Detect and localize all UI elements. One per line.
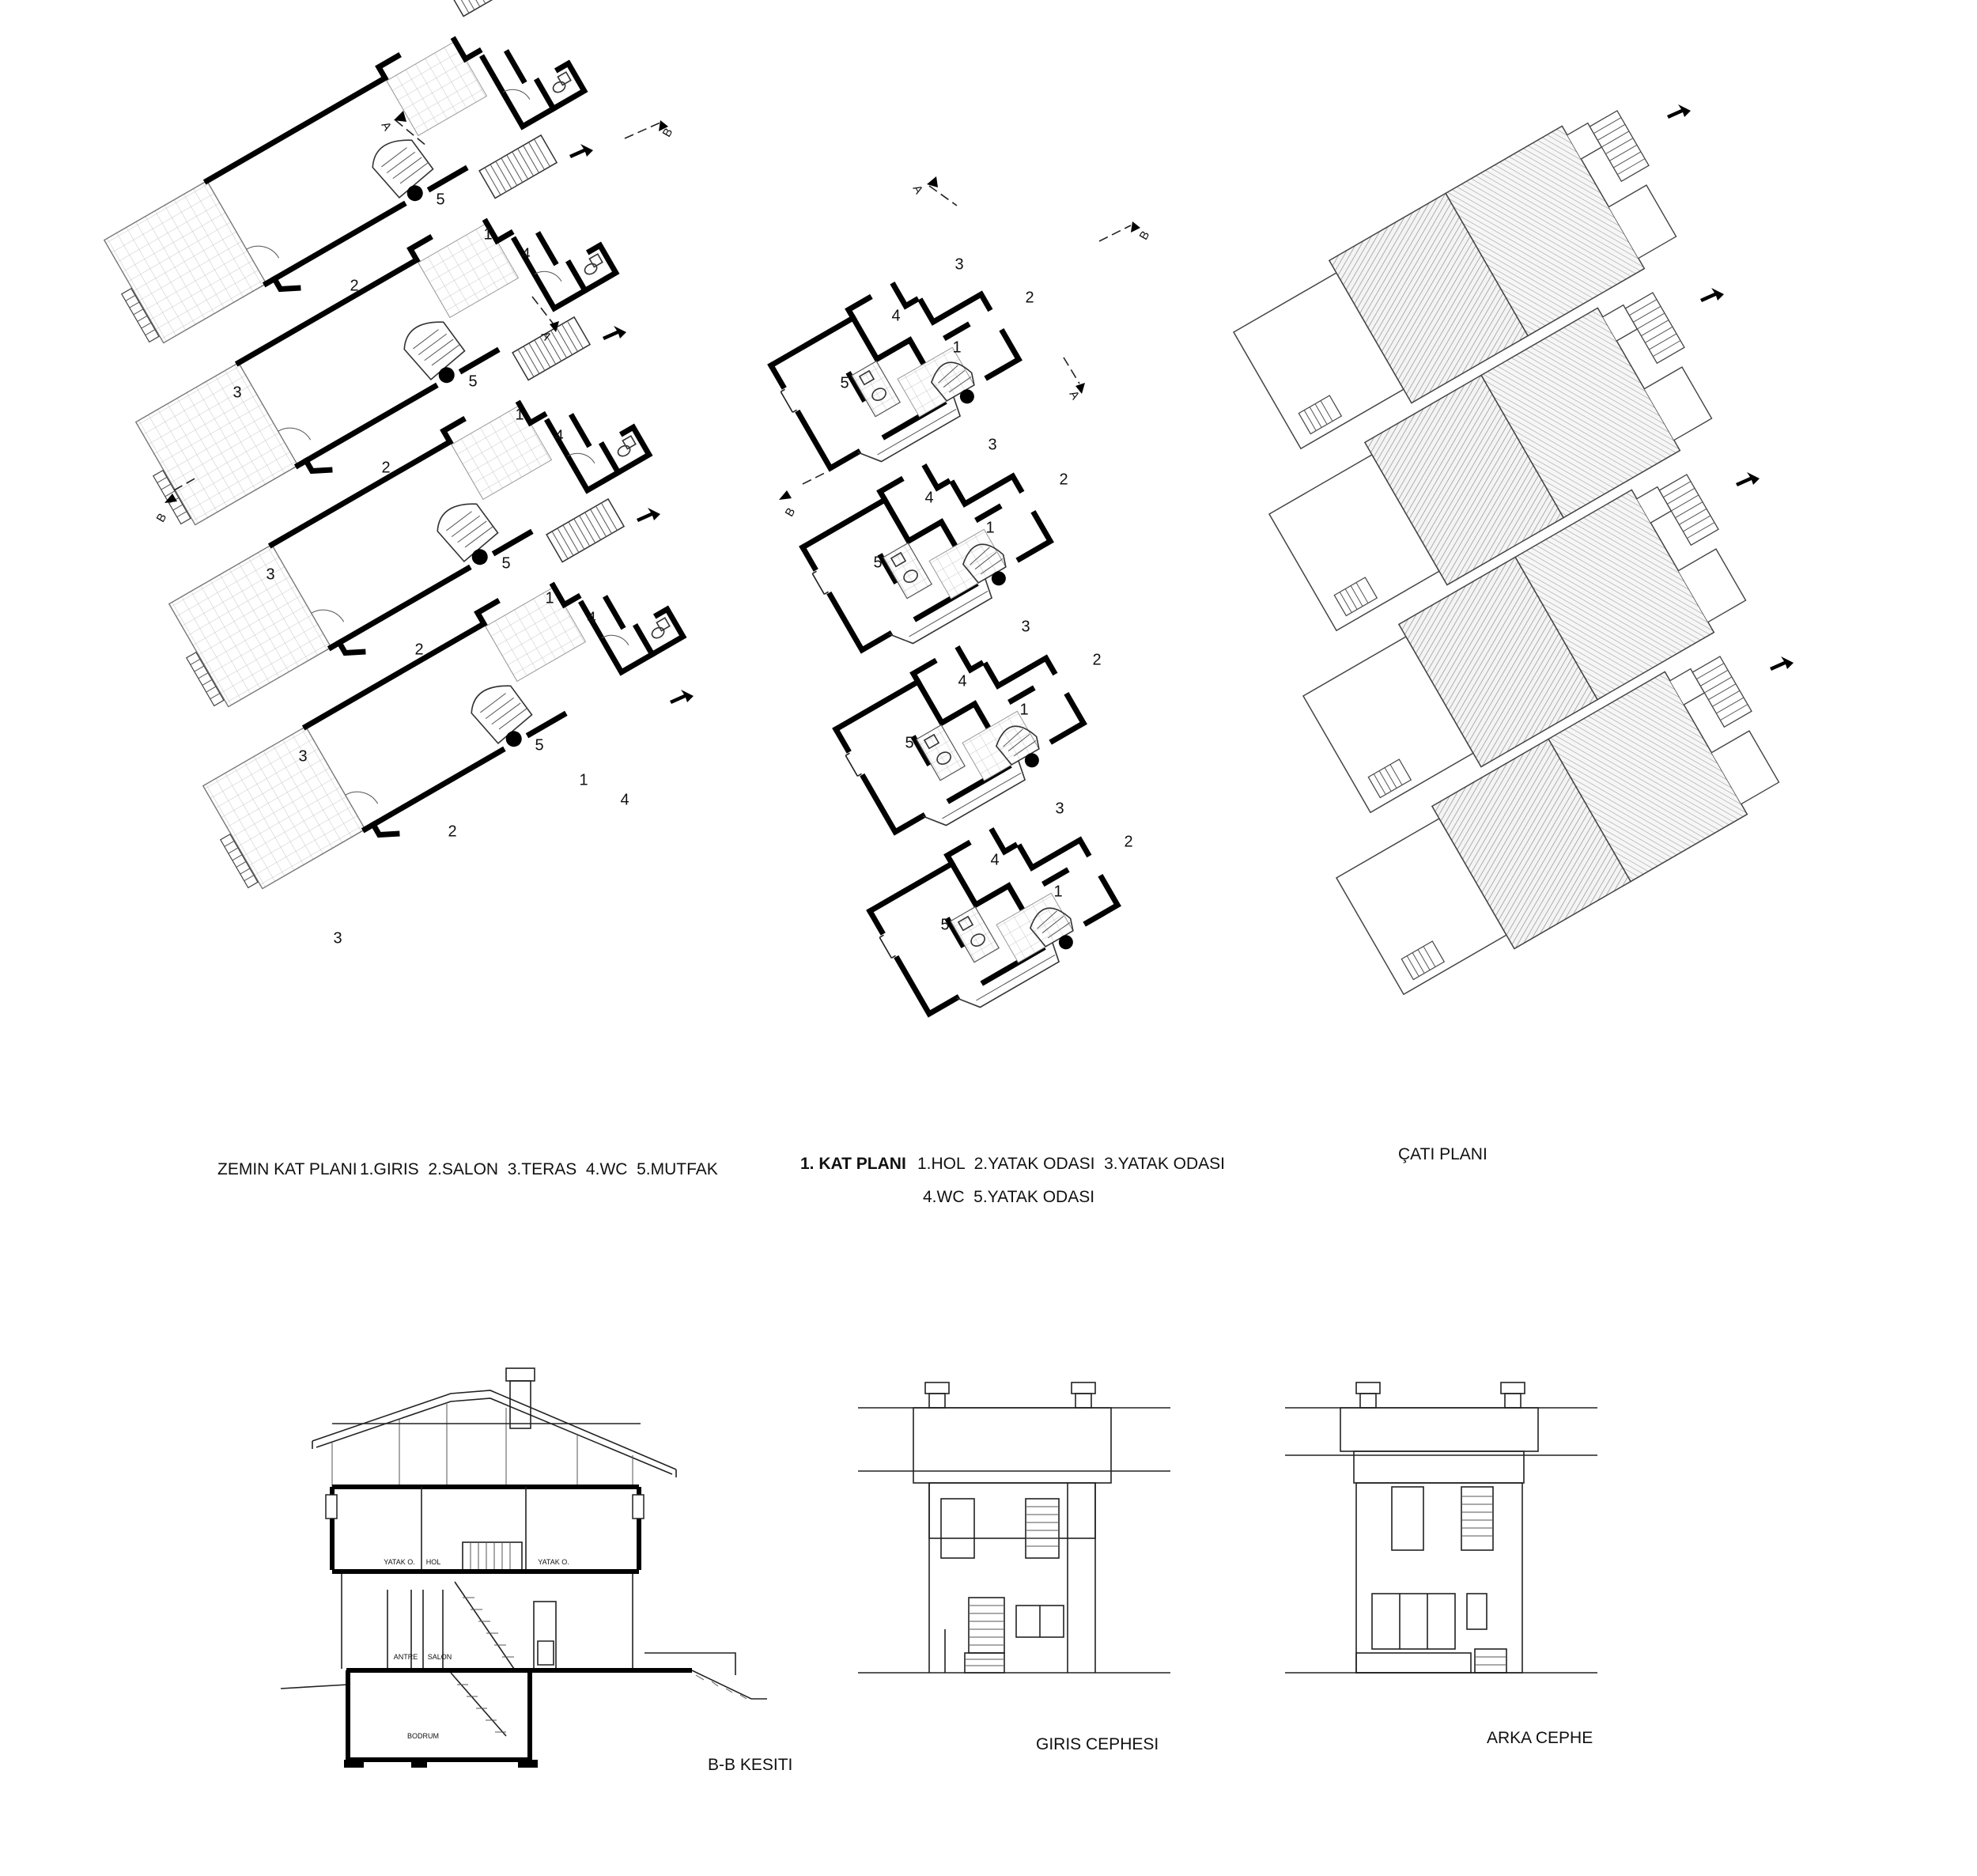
room-label: 3 bbox=[266, 565, 274, 583]
room-label: 5 bbox=[905, 734, 913, 751]
section-label-salon: SALON bbox=[428, 1653, 452, 1661]
section-marker-a-bottom: A bbox=[1063, 357, 1085, 402]
room-label: 5 bbox=[940, 916, 949, 933]
room-label: 5 bbox=[436, 191, 444, 208]
room-label: 4 bbox=[554, 427, 563, 444]
first-plan-title: 1. KAT PLANI bbox=[800, 1155, 906, 1173]
room-label: 2 bbox=[1092, 651, 1101, 668]
room-label: 3 bbox=[298, 747, 307, 765]
back-elevation-drawing bbox=[1285, 1382, 1597, 1674]
room-label: 5 bbox=[501, 554, 510, 572]
room-label: 2 bbox=[448, 823, 456, 840]
room-label: 3 bbox=[1055, 800, 1064, 817]
room-label: 2 bbox=[381, 459, 390, 476]
room-label: 2 bbox=[1124, 833, 1132, 850]
room-label: 4 bbox=[587, 609, 595, 626]
room-label: 1 bbox=[515, 406, 524, 423]
section-marker-b-top: B bbox=[1098, 221, 1153, 242]
roof-plan bbox=[1226, 97, 1796, 1009]
roof-plan-title: ÇATI PLANI bbox=[1398, 1145, 1487, 1163]
front-elevation-drawing bbox=[858, 1382, 1170, 1674]
ground-floor-plan: 5 1 4 2 3 5 1 4 2 3 5 1 4 2 3 5 1 4 2 3 … bbox=[71, 0, 701, 947]
svg-text:B: B bbox=[783, 505, 799, 519]
room-label: 3 bbox=[988, 436, 996, 453]
section-label-hol: HOL bbox=[426, 1558, 441, 1566]
section-marker-b-top: B bbox=[624, 120, 676, 139]
room-label: 1 bbox=[985, 519, 994, 536]
room-label: 4 bbox=[924, 489, 933, 506]
room-label: 2 bbox=[1025, 289, 1034, 306]
room-label: 4 bbox=[891, 307, 900, 324]
section-title: B-B KESITI bbox=[708, 1756, 792, 1774]
room-label: 3 bbox=[1021, 618, 1030, 635]
room-label: 2 bbox=[1059, 471, 1068, 488]
first-plan-legend-2: 4.WC 5.YATAK ODASI bbox=[923, 1188, 1094, 1206]
room-label: 1 bbox=[952, 339, 961, 356]
room-label: 4 bbox=[990, 851, 999, 868]
room-label: 1 bbox=[1053, 883, 1062, 900]
section-marker-b-bottom: B bbox=[779, 471, 827, 519]
room-label: 5 bbox=[840, 374, 849, 391]
room-label: 2 bbox=[414, 641, 423, 658]
room-label: 5 bbox=[873, 554, 882, 571]
room-label: 1 bbox=[545, 589, 554, 607]
front-elevation-title: GIRIS CEPHESI bbox=[1036, 1735, 1159, 1753]
section-label-bodrum: BODRUM bbox=[407, 1732, 439, 1740]
room-label: 3 bbox=[232, 384, 241, 401]
section-label-antre: ANTRE bbox=[394, 1653, 418, 1661]
room-label: 3 bbox=[954, 255, 963, 273]
room-label: 4 bbox=[958, 672, 966, 690]
room-label: 3 bbox=[333, 929, 342, 947]
room-label: 5 bbox=[468, 373, 477, 390]
room-label: 2 bbox=[350, 277, 358, 294]
svg-text:B: B bbox=[154, 511, 170, 524]
svg-text:A: A bbox=[910, 183, 926, 196]
room-label: 5 bbox=[535, 736, 543, 754]
section-label-yatak-1: YATAK O. bbox=[384, 1558, 415, 1566]
back-elevation-title: ARKA CEPHE bbox=[1487, 1729, 1593, 1747]
room-label: 4 bbox=[521, 245, 530, 263]
ground-plan-title: ZEMIN KAT PLANI bbox=[217, 1160, 357, 1178]
section-bb-drawing: YATAK O. HOL YATAK O. ANTRE SALON BODRUM bbox=[280, 1367, 767, 1768]
room-label: 4 bbox=[620, 791, 629, 808]
svg-text:A: A bbox=[379, 119, 395, 133]
section-marker-a-top: A bbox=[910, 176, 958, 206]
svg-text:B: B bbox=[660, 126, 676, 139]
svg-text:A: A bbox=[1067, 388, 1083, 402]
ground-plan-legend: 1.GIRIS 2.SALON 3.TERAS 4.WC 5.MUTFAK bbox=[360, 1160, 718, 1178]
room-label: 1 bbox=[1019, 701, 1028, 718]
first-plan-legend-1: 1.HOL 2.YATAK ODASI 3.YATAK ODASI bbox=[917, 1155, 1225, 1173]
room-label: 1 bbox=[483, 225, 492, 243]
room-label: 1 bbox=[579, 771, 588, 789]
svg-text:B: B bbox=[1137, 229, 1153, 242]
section-label-yatak-2: YATAK O. bbox=[538, 1558, 569, 1566]
first-floor-plan: 3 2 4 1 5 3 2 4 1 5 3 2 4 1 5 3 2 4 1 5 … bbox=[762, 176, 1153, 1034]
